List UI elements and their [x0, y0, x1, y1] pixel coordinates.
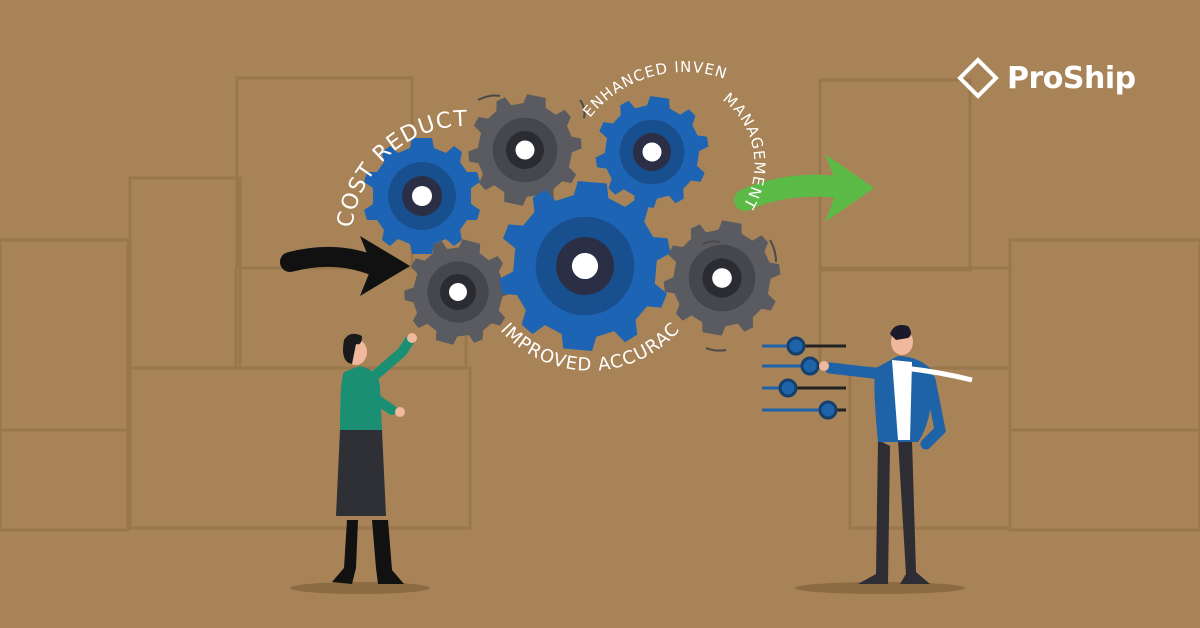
- black-arrow-head: [360, 236, 410, 296]
- logo-text: ProShip: [1007, 60, 1136, 96]
- woman-shadow: [290, 582, 430, 594]
- man-figure: [819, 325, 973, 584]
- diamond-outline-icon: [957, 57, 999, 99]
- gears: [364, 84, 788, 358]
- green-arrow-head: [825, 154, 874, 222]
- motion-marks: [477, 94, 777, 352]
- gear-icon: [493, 174, 677, 358]
- man-shadow: [795, 582, 965, 594]
- slider-controls-icon: [762, 336, 846, 420]
- green-arrow-icon: [734, 174, 856, 211]
- gear-icon: [364, 138, 480, 254]
- gear-icon: [656, 212, 788, 344]
- gear-icon: [589, 89, 715, 215]
- proship-logo: ProShip: [957, 56, 1136, 100]
- gear-icon: [459, 84, 591, 216]
- woman-figure: [332, 333, 417, 584]
- black-arrow-icon: [280, 246, 385, 276]
- gear-icon: [394, 228, 522, 356]
- enhanced-inventory-label: ENHANCED INVENTORY: [0, 0, 730, 121]
